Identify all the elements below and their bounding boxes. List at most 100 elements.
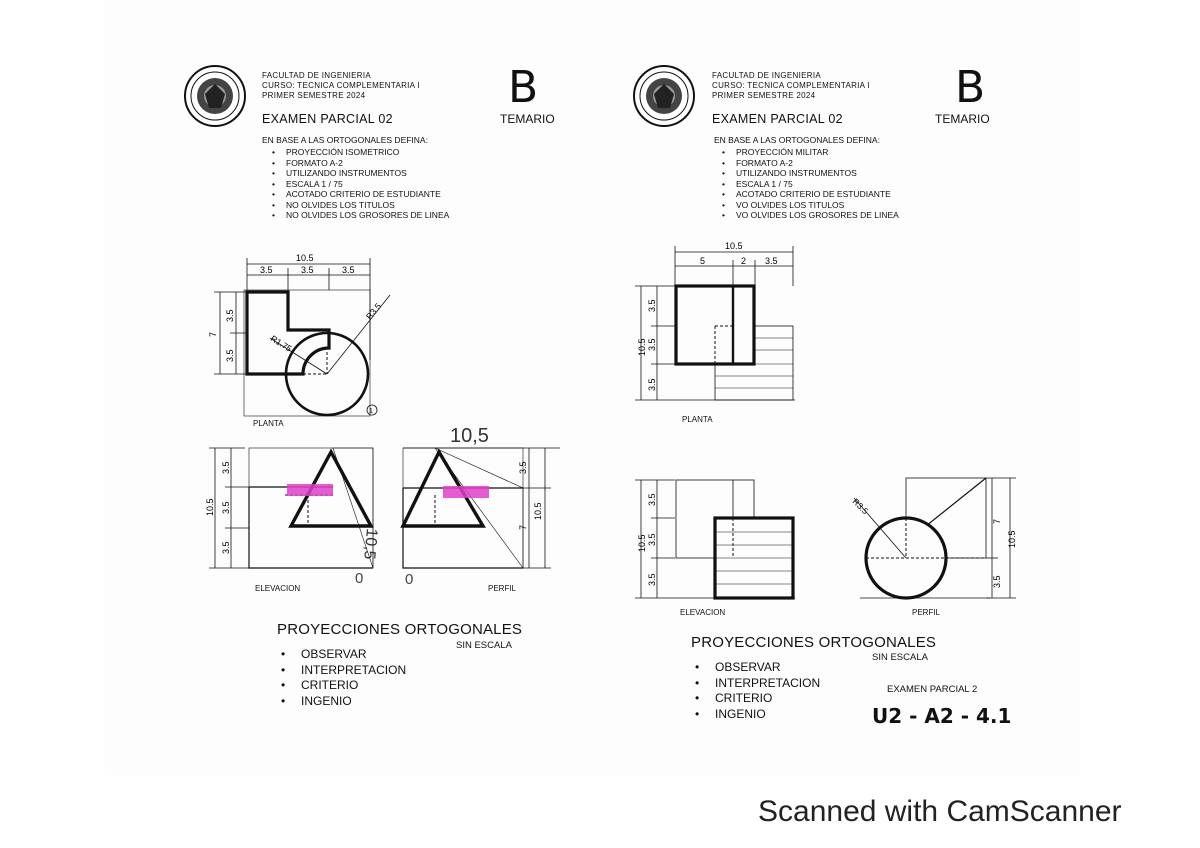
elevation-view-left: 10.5 3.5 3.5 3.5 10,5 0 bbox=[205, 447, 380, 587]
list-item: VO OLVIDES LOS TITULOS bbox=[722, 200, 899, 211]
elevacion-label-right: ELEVACION bbox=[680, 608, 726, 617]
dim-profile-105: 10.5 bbox=[1007, 530, 1017, 548]
handwritten-zero-a: 0 bbox=[355, 570, 363, 587]
dim-seg-3: 3.5 bbox=[342, 265, 355, 275]
semester-line: PRIMER SEMESTRE 2024 bbox=[712, 91, 816, 100]
list-item: ESCALA 1 / 75 bbox=[722, 179, 899, 190]
dim-35-c: 3.5 bbox=[221, 541, 231, 554]
radius-label-r175: R1.75 bbox=[269, 333, 294, 354]
scanned-sheet bbox=[105, 0, 1080, 775]
list-item: INTERPRETACION bbox=[695, 676, 820, 692]
faculty-line: FACULTAD DE INGENIERIA bbox=[712, 71, 821, 80]
course-line: CURSO: TECNICA COMPLEMENTARIA I bbox=[712, 81, 870, 90]
list-item: NO OLVIDES LOS TITULOS bbox=[272, 200, 449, 211]
dim-35-b: 3.5 bbox=[647, 533, 657, 546]
footer-title-right: PROYECCIONES ORTOGONALES bbox=[691, 634, 937, 651]
perfil-label-right: PERFIL bbox=[912, 608, 941, 617]
dim-seg-5: 5 bbox=[700, 256, 705, 266]
dim-height-upper: 3.5 bbox=[225, 309, 235, 322]
header-left: FACULTAD DE INGENIERIA CURSO: TECNICA CO… bbox=[262, 71, 420, 101]
university-seal-right bbox=[633, 65, 695, 127]
list-item: UTILIZANDO INSTRUMENTOS bbox=[722, 168, 899, 179]
footer-sub-right: SIN ESCALA bbox=[872, 652, 928, 663]
define-heading-left: EN BASE A LAS ORTOGONALES DEFINA: bbox=[262, 135, 428, 145]
dim-35-a: 3.5 bbox=[647, 493, 657, 506]
list-item: ESCALA 1 / 75 bbox=[272, 179, 449, 190]
elevacion-label-left: ELEVACION bbox=[255, 584, 301, 593]
semester-line: PRIMER SEMESTRE 2024 bbox=[262, 91, 366, 100]
dim-profile-35: 3.5 bbox=[992, 575, 1002, 588]
list-item: CRITERIO bbox=[281, 678, 406, 694]
list-item: VO OLVIDES LOS GROSORES DE LINEA bbox=[722, 210, 899, 221]
variant-letter-right: B bbox=[955, 62, 986, 113]
dim-profile-35: 3.5 bbox=[518, 461, 528, 474]
perfil-label-left: PERFIL bbox=[488, 584, 517, 593]
footer-title-left: PROYECCIONES ORTOGONALES bbox=[277, 621, 523, 638]
list-item: NO OLVIDES LOS GROSORES DE LINEA bbox=[272, 210, 449, 221]
list-item: OBSERVAR bbox=[281, 647, 406, 663]
header-right: FACULTAD DE INGENIERIA CURSO: TECNICA CO… bbox=[712, 71, 870, 101]
dim-35-c: 3.5 bbox=[647, 378, 657, 391]
define-heading-right: EN BASE A LAS ORTOGONALES DEFINA: bbox=[714, 135, 880, 145]
handwritten-mark: 1 bbox=[369, 408, 373, 415]
exam-title-left: EXAMEN PARCIAL 02 bbox=[262, 112, 393, 126]
dim-35-a: 3.5 bbox=[647, 299, 657, 312]
dim-profile-7: 7 bbox=[992, 519, 1002, 524]
list-item: ACOTADO CRITERIO DE ESTUDIANTE bbox=[722, 189, 899, 200]
footer-list-right: OBSERVAR INTERPRETACION CRITERIO INGENIO bbox=[693, 660, 820, 722]
dim-height-105: 10.5 bbox=[637, 338, 647, 356]
list-item: UTILIZANDO INSTRUMENTOS bbox=[272, 168, 449, 179]
requirements-list-left: PROYECCIÓN ISOMETRICO FORMATO A-2 UTILIZ… bbox=[268, 147, 449, 221]
university-seal-left bbox=[184, 65, 246, 127]
camscanner-watermark: Scanned with CamScanner bbox=[758, 795, 1122, 828]
course-line: CURSO: TECNICA COMPLEMENTARIA I bbox=[262, 81, 420, 90]
plan-view-right: 10.5 5 2 3.5 10.5 3.5 3.5 3.5 bbox=[635, 241, 795, 401]
dim-seg-35: 3.5 bbox=[765, 256, 778, 266]
list-item: ACOTADO CRITERIO DE ESTUDIANTE bbox=[272, 189, 449, 200]
plan-view-left: 10.5 3.5 3.5 3.5 7 3.5 3.5 R3.5 R1.75 1 bbox=[208, 253, 391, 417]
exam-label: EXAMEN PARCIAL 2 bbox=[887, 684, 978, 695]
dim-profile-7: 7 bbox=[518, 525, 528, 530]
dim-height-105: 10.5 bbox=[205, 498, 215, 516]
dim-height-7: 7 bbox=[208, 332, 218, 337]
profile-view-left: 10,5 10.5 3.5 7 0 bbox=[400, 425, 560, 588]
dim-height-lower: 3.5 bbox=[225, 349, 235, 362]
highlight-mark bbox=[287, 484, 333, 496]
list-item: PROYECCIÓN ISOMETRICO bbox=[272, 147, 449, 158]
dim-total-width: 10.5 bbox=[725, 241, 743, 251]
dim-seg-2: 2 bbox=[741, 256, 746, 266]
list-item: CRITERIO bbox=[695, 691, 820, 707]
list-item: OBSERVAR bbox=[695, 660, 820, 676]
handwritten-side-dim: 10,5 bbox=[360, 528, 380, 561]
dim-35-b: 3.5 bbox=[221, 501, 231, 514]
radius-label-r35: R3.5 bbox=[364, 301, 383, 321]
dim-35-a: 3.5 bbox=[221, 461, 231, 474]
list-item: FORMATO A-2 bbox=[722, 158, 899, 169]
variant-letter-left: B bbox=[508, 62, 539, 113]
footer-sub-left: SIN ESCALA bbox=[456, 640, 512, 651]
dim-35-c: 3.5 bbox=[647, 573, 657, 586]
temario-right: TEMARIO bbox=[935, 112, 990, 126]
dim-seg-1: 3.5 bbox=[260, 265, 273, 275]
dim-seg-2: 3.5 bbox=[301, 265, 314, 275]
list-item: INGENIO bbox=[695, 707, 820, 723]
dim-total-width: 10.5 bbox=[296, 253, 314, 263]
planta-label-left: PLANTA bbox=[253, 419, 284, 428]
faculty-line: FACULTAD DE INGENIERIA bbox=[262, 71, 371, 80]
list-item: INGENIO bbox=[281, 694, 406, 710]
elevation-view-right: 10.5 3.5 3.5 3.5 bbox=[635, 479, 795, 600]
temario-left: TEMARIO bbox=[500, 112, 555, 126]
handwritten-top-dim: 10,5 bbox=[450, 425, 489, 447]
dim-35-b: 3.5 bbox=[647, 338, 657, 351]
dim-profile-105: 10.5 bbox=[533, 502, 543, 520]
exercise-code: U2 - A2 - 4.1 bbox=[872, 704, 1012, 728]
list-item: PROYECCIÓN MILITAR bbox=[722, 147, 899, 158]
planta-label-right: PLANTA bbox=[682, 415, 713, 424]
list-item: FORMATO A-2 bbox=[272, 158, 449, 169]
highlight-mark bbox=[443, 486, 489, 498]
list-item: INTERPRETACION bbox=[281, 663, 406, 679]
profile-view-right: R3.5 7 10.5 3.5 bbox=[851, 477, 1017, 600]
footer-list-left: OBSERVAR INTERPRETACION CRITERIO INGENIO bbox=[279, 647, 406, 709]
dim-height-105: 10.5 bbox=[637, 534, 647, 552]
exam-title-right: EXAMEN PARCIAL 02 bbox=[712, 112, 843, 126]
